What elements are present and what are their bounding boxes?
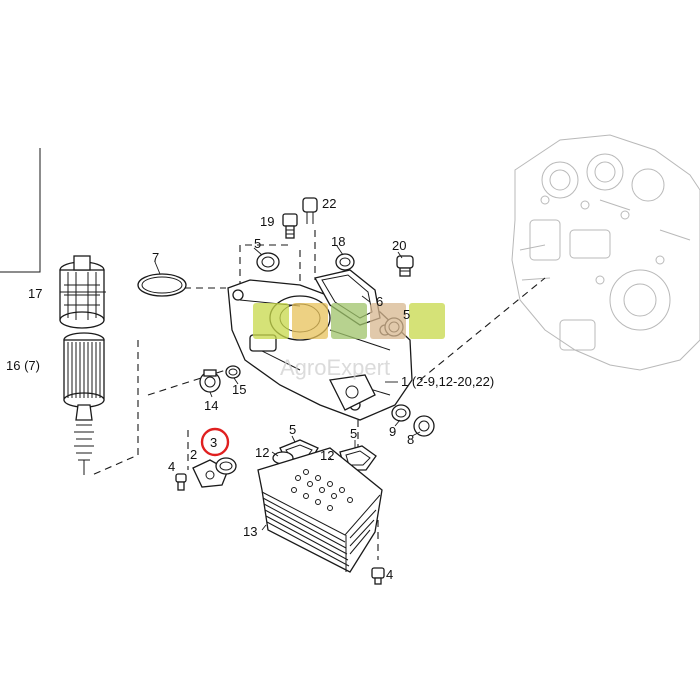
watermark: AgroExpert [253,303,445,380]
engine-block-outline [511,134,700,371]
callout-9: 9 [389,424,396,439]
callout-17: 17 [28,286,42,301]
sensor-19 [282,213,298,239]
bolt-4-left [175,473,187,491]
watermark-text: AgroExpert [280,355,390,380]
sensor-22 [302,197,318,224]
callout-5-top: 5 [254,236,261,251]
callout-4-bottom: 4 [386,567,393,582]
seal-18 [335,253,355,271]
callout-20: 20 [392,238,406,253]
callout-5-lower-right: 5 [350,426,357,441]
callout-15: 15 [232,382,246,397]
highlight-circle-callout-3 [200,427,230,457]
callout-16: 16 (7) [6,358,40,373]
callout-18: 18 [331,234,345,249]
frame-bracket [0,148,41,273]
callout-6: 6 [376,294,383,309]
filter-housing-cap [59,255,105,329]
callout-5-lower: 5 [289,422,296,437]
callout-13: 13 [243,524,257,539]
callout-12-left: 12 [255,445,269,460]
callout-1: 1 (2-9,12-20,22) [401,374,494,389]
o-ring-15 [225,365,241,379]
plug-8 [413,415,435,437]
callout-22: 22 [322,196,336,211]
bolt-4-bottom [371,567,385,585]
o-ring-9 [391,404,411,422]
plug-20 [396,255,414,277]
callout-7: 7 [152,250,159,265]
gasket-3 [215,457,237,475]
oil-cooler-housing [227,279,413,421]
callout-2: 2 [190,447,197,462]
large-o-ring [137,273,187,297]
callout-19: 19 [260,214,274,229]
callout-3: 3 [210,435,217,450]
callout-labels: 17 7 16 (7) 19 22 5 18 20 6 5 1 (2-9,12-… [6,196,494,582]
callout-12-right: 12 [320,448,334,463]
leader-lines [60,245,421,531]
callout-5-right: 5 [403,307,410,322]
callout-14: 14 [204,398,218,413]
callout-4-left: 4 [168,459,175,474]
seal-5-top [256,252,280,272]
filter-element [63,332,105,475]
oil-cooler-13 [257,447,383,573]
callout-8: 8 [407,432,414,447]
plug-14 [199,369,221,393]
